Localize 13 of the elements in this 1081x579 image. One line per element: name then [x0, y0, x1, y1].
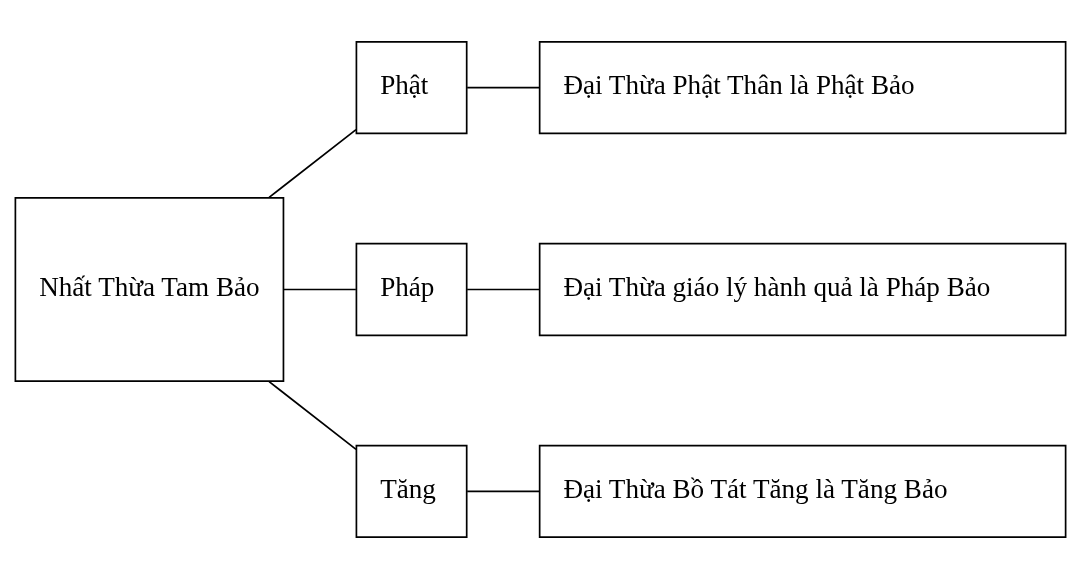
node-box: Đại Thừa giáo lý hành quả là Pháp Bảo: [538, 242, 1067, 337]
connector: [466, 490, 540, 493]
node-box: Nhất Thừa Tam Bảo: [14, 197, 285, 382]
node-box: Đại Thừa Phật Thân là Phật Bảo: [538, 40, 1067, 135]
connector: [268, 380, 357, 451]
connector: [466, 86, 540, 89]
connector: [282, 288, 357, 291]
node-box: Pháp: [355, 242, 468, 337]
connector: [268, 128, 357, 199]
node-box: Đại Thừa Bồ Tát Tăng là Tăng Bảo: [538, 444, 1067, 539]
node-box: Phật: [355, 40, 468, 135]
node-box: Tăng: [355, 444, 468, 539]
connector: [466, 288, 540, 291]
